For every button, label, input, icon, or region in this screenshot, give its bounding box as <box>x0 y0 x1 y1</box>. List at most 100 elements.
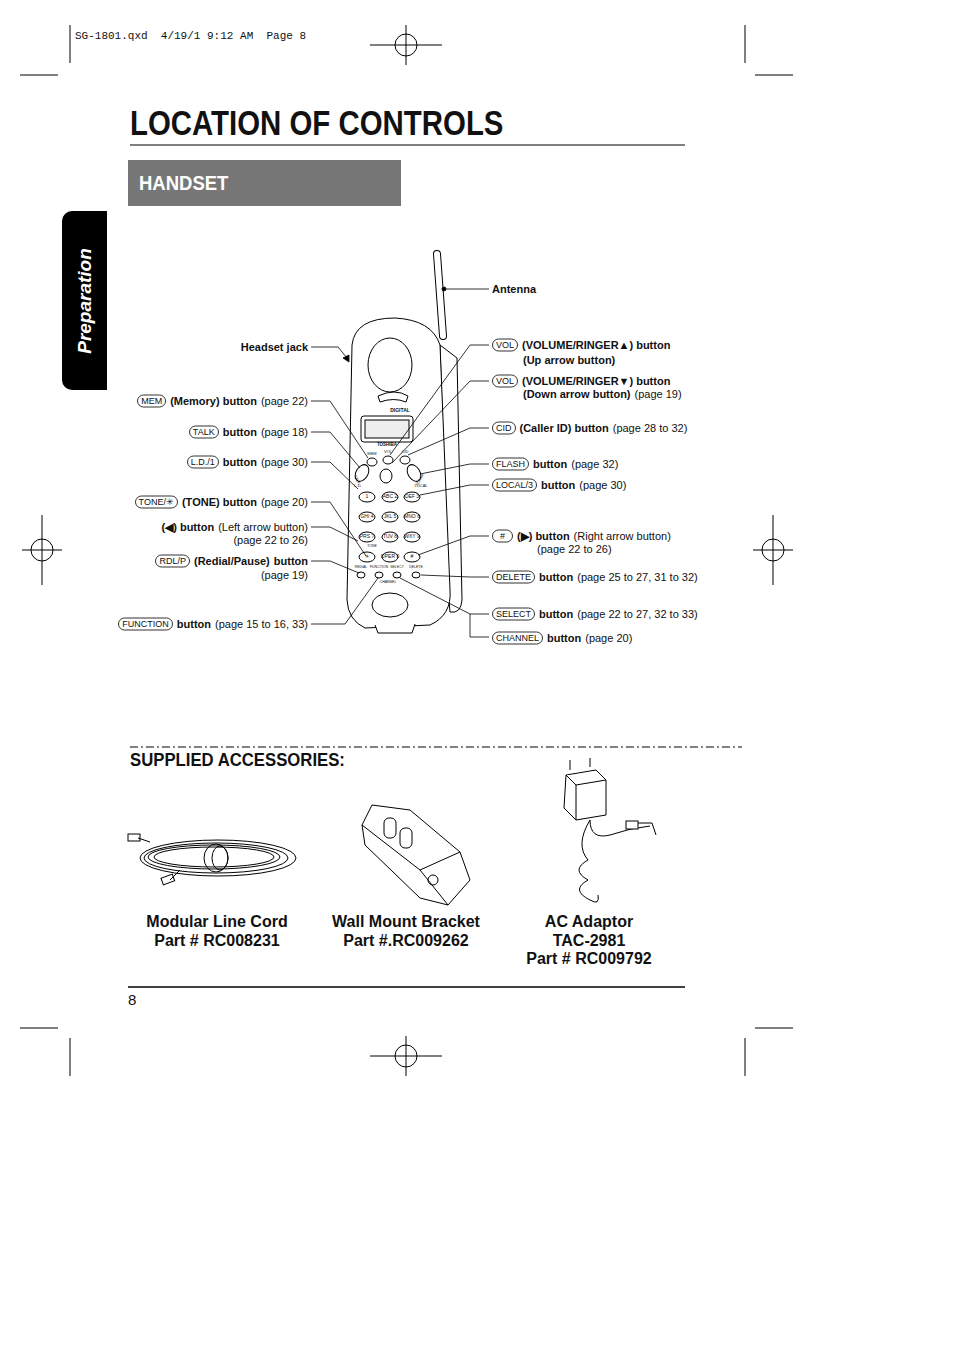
callout-text: (VOLUME/RINGER▼) button <box>522 375 670 387</box>
handset-marking: DIGITAL <box>390 408 410 413</box>
dash-rule <box>130 747 742 748</box>
callout-text: (◀) button <box>162 521 215 533</box>
callout-text: (page 22 to 26) <box>537 543 612 555</box>
handset-marking: ✳ <box>365 554 369 559</box>
key-icon: VOL <box>492 339 518 352</box>
handset-marking: WXY 9 <box>404 534 419 539</box>
callout-text: (Left arrow button) <box>218 521 308 533</box>
callout-row: FUNCTION button (page 15 to 16, 33) <box>118 618 308 631</box>
handset-marking: OPER 0 <box>381 554 399 559</box>
callout-row: CID(Caller ID) button(page 28 to 32) <box>492 422 687 435</box>
heading-text: Preparation <box>74 248 96 354</box>
caption-text: AC Adaptor <box>545 913 633 931</box>
key-icon: RDL/P <box>155 555 190 568</box>
callout-text: (VOLUME/RINGER▲) button <box>522 339 670 351</box>
rule <box>130 145 685 146</box>
callout-row: (◀) button(Left arrow button) <box>162 521 308 533</box>
key-icon: TONE/✳ <box>135 496 178 509</box>
callout-text: (page 32) <box>571 458 618 470</box>
callout-text: (Caller ID) button <box>520 422 609 434</box>
handset-marking: MNO 6 <box>404 514 420 519</box>
caption-text: Modular Line Cord <box>146 913 287 931</box>
caption-text: SUPPLIED ACCESSORIES: <box>130 750 345 771</box>
callout-text: (page 22 to 27, 32 to 33) <box>577 608 697 620</box>
wall-mount-bracket <box>362 805 470 905</box>
key-text: SELECT <box>496 609 531 619</box>
key-text: FUNCTION <box>122 619 169 629</box>
page-title: LOCATION OF CONTROLS <box>130 104 503 143</box>
key-text: CHANNEL <box>496 633 539 643</box>
callout-row: VOL (VOLUME/RINGER▲) button <box>492 339 670 352</box>
key-icon: LOCAL/3 <box>492 479 537 492</box>
callout-text: (Right arrow button) <box>574 530 671 542</box>
handset-marking: TONE <box>367 545 377 549</box>
callout-text: (page 30) <box>579 479 626 491</box>
key-icon: FUNCTION <box>118 618 173 631</box>
callout-text: (page 18) <box>261 426 308 438</box>
callout-row: TONE/✳(TONE) button(page 20) <box>135 496 308 509</box>
key-icon: MEM <box>137 395 166 408</box>
handset-marking: VOL <box>384 450 392 454</box>
callout-row: CHANNEL button (page 20) <box>492 632 632 645</box>
callout-text: (page 25 to 27, 31 to 32) <box>577 571 697 583</box>
callout-text: (page 20) <box>585 632 632 644</box>
callout-row: L.D./1button(page 30) <box>187 456 308 469</box>
callout-text: (page 22 to 26) <box>233 534 308 546</box>
key-icon: CHANNEL <box>492 632 543 645</box>
callout-text: button <box>177 618 211 630</box>
callout-text: button <box>223 456 257 468</box>
handset-marking: FUNCTION <box>370 566 388 570</box>
handset-marking: LOCAL <box>414 484 427 488</box>
callout-row: RDL/P(Redial/Pause)button <box>155 555 308 568</box>
section-band: HANDSET <box>128 160 401 206</box>
handset-marking: GHI 4 <box>360 514 373 519</box>
handset-marking: # <box>411 554 414 559</box>
callout-text: button <box>547 632 581 644</box>
rule <box>128 986 685 988</box>
callout-row: DELETEbutton(page 25 to 27, 31 to 32) <box>492 571 698 584</box>
key-icon: VOL <box>492 375 518 388</box>
callout-row: Antenna <box>492 283 536 295</box>
key-icon: L.D./1 <box>187 456 219 469</box>
key-icon: CID <box>492 422 516 435</box>
callout-text: (▶) button <box>517 530 570 542</box>
chapter-tab: Preparation <box>62 211 107 390</box>
handset-marking: MEM <box>367 452 376 456</box>
key-text: MEM <box>141 396 162 406</box>
key-text: L.D./1 <box>191 457 215 467</box>
callout-text: (page 15 to 16, 33) <box>215 618 308 630</box>
handset-marking: DEF 3 <box>405 494 419 499</box>
key-text: VOL <box>496 340 514 350</box>
caption-text: SG-1801.qxd 4/19/1 9:12 AM Page 8 <box>75 30 306 42</box>
callout-text: (page 19) <box>261 569 308 581</box>
heading-text: HANDSET <box>139 171 228 195</box>
key-icon: # <box>492 530 513 543</box>
callout-row: Headset jack <box>241 341 308 353</box>
handset-marking: ABC 2 <box>383 494 397 499</box>
caption-text: TAC-2981 <box>553 932 626 950</box>
key-icon: FLASH <box>492 458 529 471</box>
callout-text: button <box>274 555 308 567</box>
callout-text: Headset jack <box>241 341 308 353</box>
callout-row: (Up arrow button) <box>523 354 615 366</box>
key-text: DELETE <box>496 572 531 582</box>
leader-lines <box>311 287 489 637</box>
handset-marking: 1 <box>366 494 369 499</box>
handset-marking: TUV 8 <box>383 534 397 539</box>
key-icon: DELETE <box>492 571 535 584</box>
callout-text: (Down arrow button) <box>523 388 631 400</box>
callout-row: LOCAL/3button(page 30) <box>492 479 626 492</box>
callout-text: (Up arrow button) <box>523 354 615 366</box>
handset-marking: PRS 7 <box>360 534 374 539</box>
caption-text: Part #.RC009262 <box>343 932 468 950</box>
key-text: FLASH <box>496 459 525 469</box>
key-icon: SELECT <box>492 608 535 621</box>
callout-text: (page 20) <box>261 496 308 508</box>
key-text: CID <box>496 423 512 433</box>
callout-row: # (▶) button (Right arrow button) <box>492 530 671 543</box>
callout-text: button <box>539 608 573 620</box>
line-cord <box>128 834 296 885</box>
caption-text: 8 <box>128 992 136 1009</box>
handset-marking: JKL 5 <box>384 514 397 519</box>
handset-marking: SELECT <box>390 566 404 570</box>
